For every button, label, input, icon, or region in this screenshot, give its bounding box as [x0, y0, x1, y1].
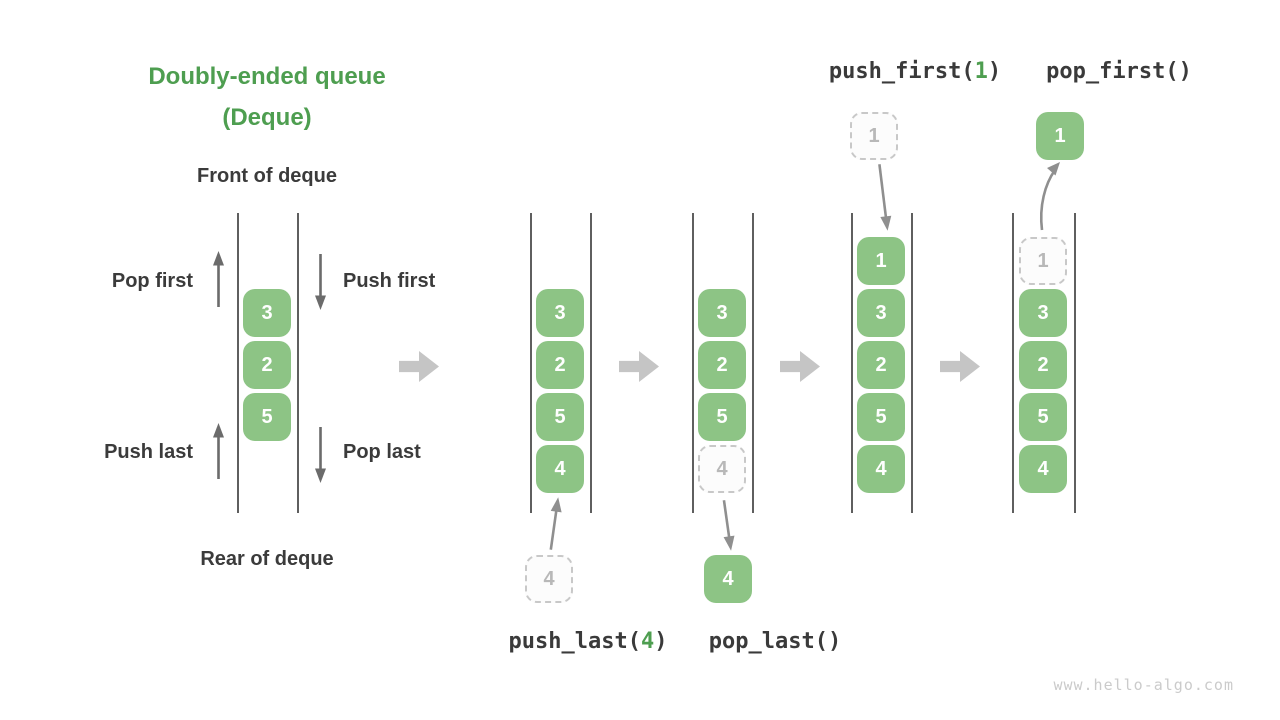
pop-last-label: Pop last	[343, 441, 421, 463]
push-last-op-arrow-icon	[549, 497, 562, 550]
pop-first-label: Pop first	[111, 270, 193, 292]
queue-wall	[590, 213, 592, 513]
deque-cell: 4	[857, 445, 905, 493]
call-arg: 4	[640, 629, 655, 654]
push-first-arrow-icon	[315, 254, 326, 310]
push-first-op-arrow-icon	[878, 164, 892, 231]
deque-cell: 1	[857, 237, 905, 285]
flow-arrow-icon	[780, 351, 820, 382]
deque-cell: 2	[536, 341, 584, 389]
queue-wall	[692, 213, 694, 513]
deque-cell: 4	[1019, 445, 1067, 493]
deque-cell: 5	[536, 393, 584, 441]
flow-arrow-icon	[940, 351, 980, 382]
push-last-arrow-icon	[213, 423, 224, 479]
title-line1: Doubly-ended queue	[148, 63, 386, 90]
push-first-label: Push first	[343, 270, 436, 292]
queue-wall	[1012, 213, 1014, 513]
deque-cell: 3	[698, 289, 746, 337]
call-text: )	[654, 629, 668, 654]
queue-wall	[911, 213, 913, 513]
call-text: push_last(	[508, 629, 641, 654]
queue-wall	[851, 213, 853, 513]
push-last-call: push_last(4)	[478, 629, 698, 654]
queue-wall	[1074, 213, 1076, 513]
removed-ghost-cell: 4	[698, 445, 746, 493]
pop-last-arrow-icon	[315, 427, 326, 483]
deque-cell: 5	[857, 393, 905, 441]
pop-first-call: pop_first()	[1046, 59, 1192, 84]
call-arg: 1	[974, 59, 988, 84]
push-first-call: push_first(1)	[805, 59, 1025, 84]
flow-arrow-icon	[399, 351, 439, 382]
incoming-ghost-cell: 4	[525, 555, 573, 603]
queue-wall	[530, 213, 532, 513]
deque-cell: 2	[1019, 341, 1067, 389]
deque-cell: 2	[243, 341, 291, 389]
deque-cell: 2	[698, 341, 746, 389]
call-text: push_first(	[828, 59, 975, 84]
outgoing-cell: 1	[1036, 112, 1084, 160]
queue-wall	[237, 213, 239, 513]
deque-cell: 4	[536, 445, 584, 493]
pop-first-op-arrow-icon	[1039, 162, 1060, 231]
deque-cell: 5	[243, 393, 291, 441]
pop-last-call: pop_last()	[708, 629, 842, 654]
removed-ghost-cell: 1	[1019, 237, 1067, 285]
deque-cell: 3	[243, 289, 291, 337]
deque-cell: 2	[857, 341, 905, 389]
title-line2: (Deque)	[222, 104, 312, 131]
site-watermark: www.hello-algo.com	[1053, 676, 1234, 694]
call-text: )	[987, 59, 1002, 84]
pop-last-op-arrow-icon	[722, 500, 735, 551]
incoming-ghost-cell: 1	[850, 112, 898, 160]
deque-cell: 5	[1019, 393, 1067, 441]
deque-cell: 3	[536, 289, 584, 337]
pop-first-arrow-icon	[213, 251, 224, 307]
front-of-deque-label: Front of deque	[197, 165, 337, 187]
deque-cell: 3	[857, 289, 905, 337]
push-last-label: Push last	[104, 441, 193, 463]
queue-wall	[752, 213, 754, 513]
outgoing-cell: 4	[704, 555, 752, 603]
queue-wall	[297, 213, 299, 513]
deque-cell: 3	[1019, 289, 1067, 337]
diagram-title: Doubly-ended queue (Deque)	[107, 56, 427, 138]
rear-of-deque-label: Rear of deque	[200, 548, 334, 570]
deque-cell: 5	[698, 393, 746, 441]
flow-arrow-icon	[619, 351, 659, 382]
